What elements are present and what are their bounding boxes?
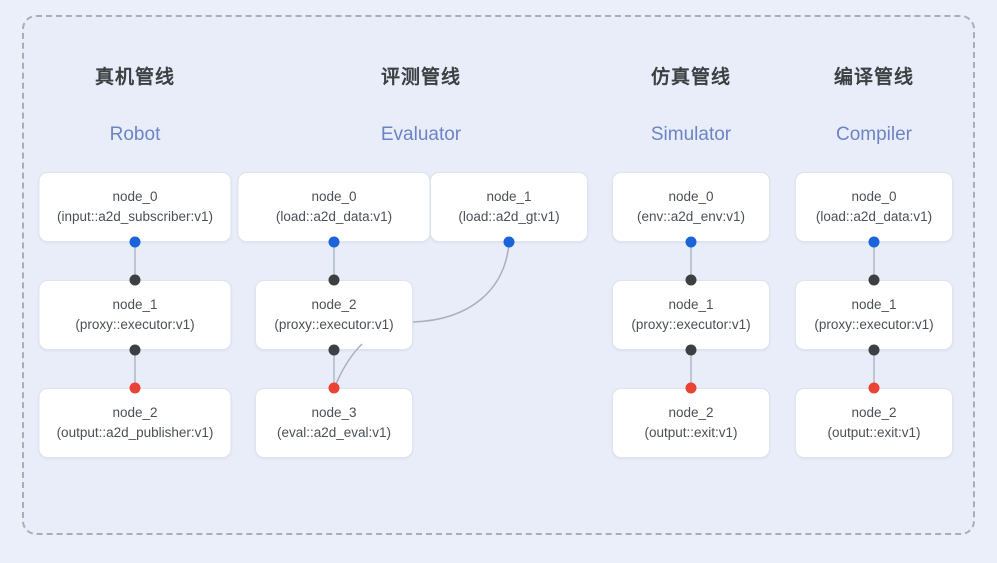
pipeline-node[interactable]: node_1(proxy::executor:v1) [38, 280, 232, 350]
node-id-label: node_1 [851, 297, 897, 312]
column-title-cn-compiler: 编译管线 [834, 62, 914, 89]
node-type-label: (eval::a2d_eval:v1) [276, 425, 392, 440]
node-id-label: node_0 [112, 189, 158, 204]
sink-port-dot[interactable] [129, 382, 141, 394]
relay-port-dot[interactable] [328, 344, 340, 356]
node-id-label: node_1 [486, 189, 532, 204]
column-title-en-compiler: Compiler [836, 124, 912, 146]
column-title-cn-robot: 真机管线 [95, 62, 175, 89]
relay-port-dot[interactable] [685, 274, 697, 286]
column-title-en-text: Robot [109, 124, 161, 145]
relay-port-dot[interactable] [685, 344, 697, 356]
node-type-label: (load::a2d_data:v1) [815, 209, 933, 224]
column-title-en-text: Evaluator [380, 124, 462, 145]
column-title-en-simulator: Simulator [651, 124, 731, 146]
connector-curve [335, 343, 363, 385]
relay-port-dot[interactable] [129, 274, 141, 286]
node-type-label: (load::a2d_gt:v1) [458, 209, 560, 224]
pipeline-node[interactable]: node_1(proxy::executor:v1) [795, 280, 953, 350]
node-id-label: node_3 [311, 405, 357, 420]
pipeline-node[interactable]: node_0(input::a2d_subscriber:v1) [38, 172, 232, 242]
pipeline-node[interactable]: node_0(load::a2d_data:v1) [795, 172, 953, 242]
pipeline-node[interactable]: node_3(eval::a2d_eval:v1) [255, 388, 413, 458]
relay-port-dot[interactable] [328, 274, 340, 286]
pipeline-node[interactable]: node_2(proxy::executor:v1) [255, 280, 413, 350]
pipeline-node[interactable]: node_1(proxy::executor:v1) [612, 280, 770, 350]
node-type-label: (output::exit:v1) [827, 425, 921, 440]
column-title-cn-text: 评测管线 [380, 67, 462, 88]
pipeline-node[interactable]: node_2(output::exit:v1) [795, 388, 953, 458]
node-type-label: (output::exit:v1) [644, 425, 738, 440]
relay-port-dot[interactable] [868, 344, 880, 356]
node-type-label: (proxy::executor:v1) [75, 317, 195, 332]
column-title-cn-text: 编译管线 [833, 67, 915, 88]
column-title-en-evaluator: Evaluator [381, 124, 461, 146]
pipeline-node[interactable]: node_2(output::exit:v1) [612, 388, 770, 458]
column-title-cn-simulator: 仿真管线 [651, 62, 731, 89]
node-id-label: node_2 [851, 405, 897, 420]
node-type-label: (input::a2d_subscriber:v1) [56, 209, 214, 224]
node-type-label: (output::a2d_publisher:v1) [56, 425, 214, 440]
connector-curve [412, 242, 510, 323]
column-title-en-text: Compiler [835, 124, 913, 145]
node-id-label: node_0 [311, 189, 357, 204]
relay-port-dot[interactable] [129, 344, 141, 356]
node-type-label: (proxy::executor:v1) [631, 317, 751, 332]
relay-port-dot[interactable] [868, 274, 880, 286]
source-port-dot[interactable] [685, 236, 697, 248]
column-title-cn-text: 真机管线 [94, 67, 176, 88]
source-port-dot[interactable] [868, 236, 880, 248]
node-type-label: (env::a2d_env:v1) [636, 209, 746, 224]
source-port-dot[interactable] [328, 236, 340, 248]
node-id-label: node_2 [311, 297, 357, 312]
node-id-label: node_2 [668, 405, 714, 420]
node-type-label: (proxy::executor:v1) [274, 317, 394, 332]
node-type-label: (proxy::executor:v1) [814, 317, 934, 332]
node-id-label: node_1 [112, 297, 158, 312]
node-type-label: (load::a2d_data:v1) [275, 209, 393, 224]
source-port-dot[interactable] [129, 236, 141, 248]
column-title-en-robot: Robot [110, 124, 161, 146]
pipeline-node[interactable]: node_2(output::a2d_publisher:v1) [38, 388, 232, 458]
source-port-dot[interactable] [503, 236, 515, 248]
column-title-cn-evaluator: 评测管线 [381, 62, 461, 89]
pipeline-node[interactable]: node_1(load::a2d_gt:v1) [430, 172, 588, 242]
sink-port-dot[interactable] [685, 382, 697, 394]
node-id-label: node_1 [668, 297, 714, 312]
column-title-cn-text: 仿真管线 [650, 67, 732, 88]
sink-port-dot[interactable] [328, 382, 340, 394]
node-id-label: node_0 [851, 189, 897, 204]
node-id-label: node_0 [668, 189, 714, 204]
pipeline-node[interactable]: node_0(load::a2d_data:v1) [237, 172, 431, 242]
sink-port-dot[interactable] [868, 382, 880, 394]
node-id-label: node_2 [112, 405, 158, 420]
pipeline-node[interactable]: node_0(env::a2d_env:v1) [612, 172, 770, 242]
column-title-en-text: Simulator [650, 124, 732, 145]
